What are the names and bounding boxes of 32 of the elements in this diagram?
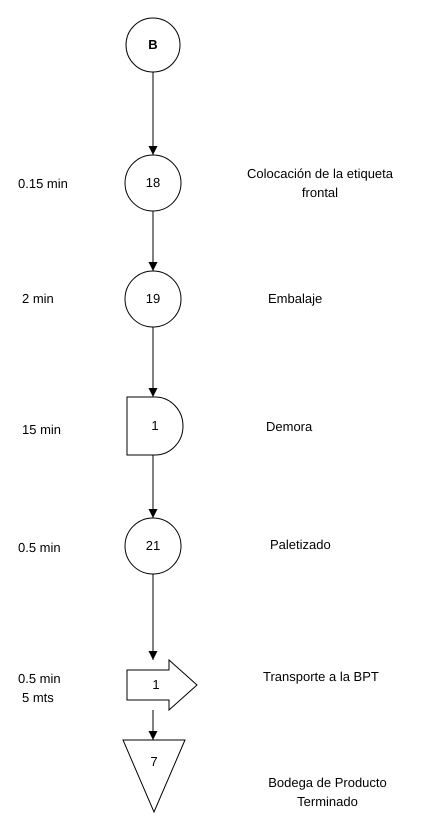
arrow (148, 710, 158, 740)
step-annotation: 5 mts (22, 689, 55, 707)
step-annotation: Colocación de la etiqueta frontal (246, 165, 394, 202)
step-annotation: Embalaje (268, 290, 324, 308)
step-annotation: Demora (266, 418, 314, 436)
step-annotation: Transporte a la BPT (263, 668, 380, 686)
step-number: 21 (144, 538, 162, 553)
operation-circle (125, 271, 181, 327)
step-annotation: 0.15 min (18, 175, 69, 193)
step-number: B (147, 37, 159, 52)
arrow (148, 454, 158, 518)
storage-triangle (123, 740, 185, 812)
arrow (148, 326, 158, 398)
step-annotation: 2 min (22, 290, 55, 308)
step-number: 7 (149, 754, 159, 769)
arrow (148, 574, 158, 660)
operation-circle (126, 18, 180, 72)
step-annotation: Paletizado (270, 536, 332, 554)
step-annotation: Bodega de Producto Terminado (267, 774, 388, 811)
transport-arrow-symbol (127, 660, 197, 710)
operation-circle (125, 518, 181, 574)
delay-symbol (127, 397, 183, 455)
step-number: 18 (144, 175, 162, 190)
step-number: 1 (150, 418, 160, 433)
step-annotation: 0.5 min (18, 539, 62, 557)
step-number: 1 (151, 677, 161, 692)
arrow (148, 72, 158, 156)
arrow (148, 210, 158, 272)
step-number: 19 (144, 291, 162, 306)
step-annotation: 15 min (22, 421, 62, 439)
operation-circle (125, 155, 181, 211)
step-annotation: 0.5 min (18, 670, 62, 688)
